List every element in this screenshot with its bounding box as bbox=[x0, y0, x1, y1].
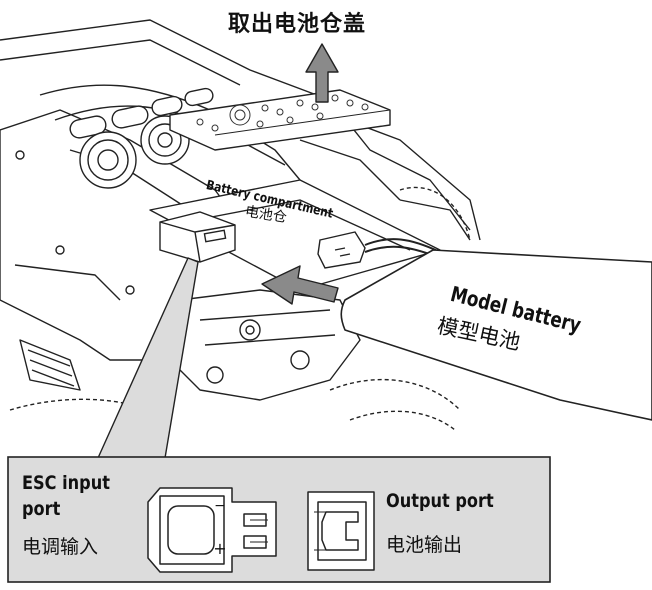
compartment-cover bbox=[169, 89, 391, 151]
insert-arrow-icon bbox=[261, 265, 339, 305]
output-connector-icon bbox=[307, 491, 375, 571]
battery-plug bbox=[317, 231, 441, 269]
polarity-plus: + bbox=[213, 539, 226, 558]
vehicle-frame bbox=[0, 19, 481, 431]
connector-detail-inset bbox=[7, 456, 551, 583]
output-port-label-cn: 电池输出 bbox=[386, 534, 463, 556]
remove-cover-instruction: 取出电池仓盖 bbox=[228, 12, 367, 37]
esc-input-connector-icon bbox=[147, 487, 277, 573]
model-battery-pack bbox=[340, 249, 652, 421]
esc-input-port-label: ESC input bbox=[22, 472, 110, 494]
esc-connector bbox=[159, 211, 236, 263]
polarity-minus: − bbox=[214, 498, 226, 514]
up-arrow-icon bbox=[305, 43, 339, 103]
esc-input-port-label-cn: 电调输入 bbox=[22, 536, 99, 558]
esc-input-port-label-line2: port bbox=[22, 498, 61, 520]
output-port-label: Output port bbox=[386, 490, 494, 512]
